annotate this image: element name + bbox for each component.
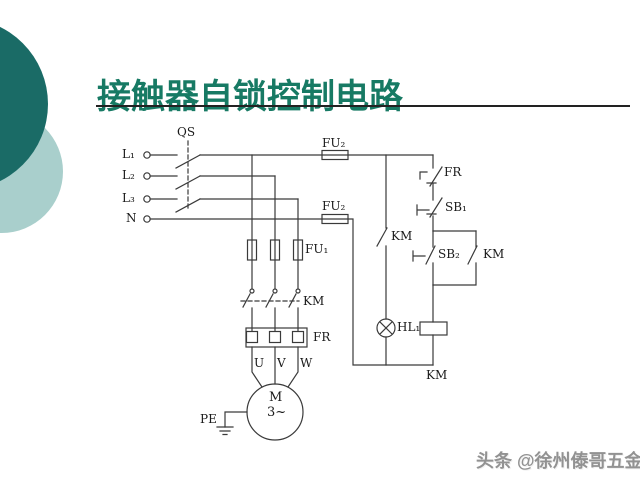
- label-hl1: HL₁: [397, 320, 421, 334]
- sb2-button-symbol: [412, 230, 436, 286]
- terminal-label-l2: L₂: [122, 168, 135, 182]
- terminal-label-l3: L₃: [122, 191, 135, 205]
- km-coil-symbol: [419, 321, 448, 336]
- label-v: V: [277, 356, 286, 370]
- label-w: W: [300, 356, 313, 370]
- hl1-lamp-branch: [376, 154, 396, 366]
- motor-leads: [251, 346, 299, 388]
- pe-ground: [216, 411, 248, 436]
- fr-contact-symbol: [419, 166, 443, 201]
- label-fr-contact: FR: [444, 165, 462, 179]
- km-main-contacts: [240, 288, 301, 332]
- fr-overload-element: [245, 327, 308, 348]
- fu2-bottom-fuse: [321, 213, 349, 225]
- label-km-main: KM: [303, 294, 325, 308]
- label-sb2: SB₂: [438, 247, 460, 261]
- page-title: 接触器自锁控制电路: [97, 76, 403, 117]
- label-qs: QS: [177, 125, 196, 139]
- label-fu2-top: FU₂: [322, 136, 346, 150]
- control-line: [412, 154, 478, 366]
- label-fu1: FU₁: [305, 242, 329, 256]
- label-km-branch: KM: [391, 229, 413, 243]
- fu1-fuses: [246, 239, 304, 261]
- fu2-top-fuse: [321, 149, 349, 161]
- terminal-label-n: N: [126, 211, 137, 225]
- km-aux-contact-symbol: [432, 230, 478, 286]
- label-u: U: [254, 356, 265, 370]
- supply-terminal-circles: [143, 151, 151, 223]
- label-sb1: SB₁: [445, 200, 467, 214]
- sb1-button-symbol: [416, 197, 443, 232]
- label-motor-3ph: 3~: [267, 405, 287, 420]
- terminal-label-l1: L₁: [122, 147, 135, 161]
- label-fu2-bottom: FU₂: [322, 199, 346, 213]
- qs-switch: [149, 140, 201, 213]
- title-underline: [96, 105, 630, 107]
- label-km-coil: KM: [426, 368, 448, 382]
- power-wires: [149, 154, 434, 366]
- label-motor-m: M: [269, 390, 283, 405]
- watermark-text: 头条 @徐州傣哥五金: [476, 451, 640, 471]
- label-km-aux: KM: [483, 247, 505, 261]
- label-fr-main: FR: [313, 330, 331, 344]
- label-pe: PE: [200, 412, 217, 426]
